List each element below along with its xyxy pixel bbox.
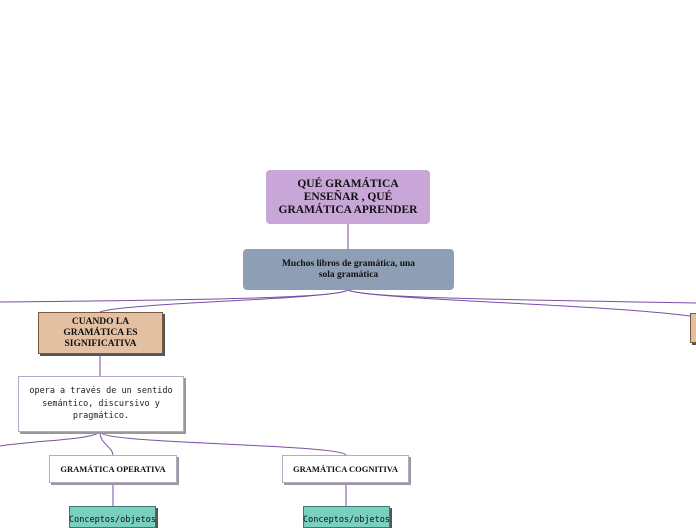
topic-gramatica-cognitiva[interactable]: GRAMÁTICA COGNITIVA [282, 455, 409, 483]
connector-sub-left-edge [0, 289, 349, 303]
topic-gramatica-operativa-label: GRAMÁTICA OPERATIVA [60, 464, 166, 474]
topic-gramatica-cognitiva-label: GRAMÁTICA COGNITIVA [293, 464, 398, 474]
connector-note-left-edge [0, 431, 101, 447]
main-subtopic-label: Muchos libros de gramática, una sola gra… [281, 258, 416, 280]
cognitiva-child-topic[interactable]: Conceptos/objetos [303, 506, 390, 528]
root-topic-label: QUÉ GRAMÁTICA ENSEÑAR , QUÉ GRAMÁTICA AP… [278, 177, 418, 216]
connector-note-cognitiva [99, 431, 347, 456]
branch-note-text: opera a través de un sentido semántico, … [29, 386, 173, 422]
right-branch-topic[interactable] [690, 313, 696, 343]
branch-note[interactable]: opera a través de un sentido semántico, … [18, 376, 184, 432]
main-subtopic[interactable]: Muchos libros de gramática, una sola gra… [243, 249, 454, 290]
left-branch-label: CUANDO LA GRAMÁTICA ES SIGNIFICATIVA [63, 316, 138, 349]
left-branch-topic[interactable]: CUANDO LA GRAMÁTICA ES SIGNIFICATIVA [38, 312, 163, 354]
connector-sub-right-branch [347, 289, 691, 317]
root-topic[interactable]: QUÉ GRAMÁTICA ENSEÑAR , QUÉ GRAMÁTICA AP… [266, 170, 430, 224]
cognitiva-child-label: Conceptos/objetos [303, 515, 390, 525]
connector-note-operativa [99, 431, 114, 456]
topic-gramatica-operativa[interactable]: GRAMÁTICA OPERATIVA [49, 455, 177, 483]
connector-sub-left-branch [99, 289, 349, 313]
operativa-child-label: Conceptos/objetos [69, 515, 156, 525]
operativa-child-topic[interactable]: Conceptos/objetos [69, 506, 156, 528]
